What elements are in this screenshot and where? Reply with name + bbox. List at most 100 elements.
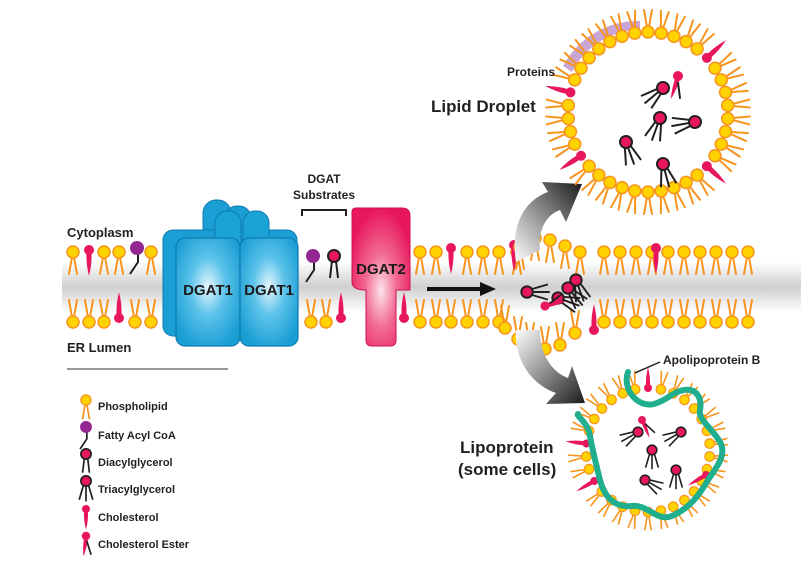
diacylglycerol [327,249,341,279]
cytoplasm-label: Cytoplasm [67,225,133,240]
phospholipid [693,299,707,329]
phospholipid [654,184,670,215]
phospholipid [629,245,643,275]
phospholipid [597,245,611,275]
phospholipid [581,28,606,56]
dgat1-right [239,237,299,347]
phospholipid [690,168,715,196]
phospholipid [545,111,576,126]
phospholipid [741,299,755,329]
phospholipid [641,9,655,39]
cholesterol [576,477,599,492]
phospholipid-icon [80,394,92,420]
phospholipid [667,13,686,44]
substrates-bracket [301,209,347,216]
cholesterol [82,505,90,530]
phospholipid [82,299,96,329]
cholesterol [114,292,124,323]
phospholipid [444,299,458,329]
phospholipid [429,245,443,275]
phospholipid [66,299,80,329]
triacylglycerol [619,135,642,166]
dgat2: DGAT2 [351,207,411,347]
cholesterol-ester [638,416,656,438]
phospholipid [626,184,642,215]
phospholipid [693,245,707,275]
cholesterol [651,243,661,274]
triacylglycerol [644,111,667,142]
substrates-label-line2: Substrates [293,188,355,202]
cholesterol [559,150,587,170]
lipid-droplet [545,9,751,215]
phospholipid [613,299,627,329]
proteins-label: Proteins [507,65,555,79]
cholesterol [565,439,591,448]
phospholipid [551,66,582,87]
cholesterol [589,304,599,335]
lipid-droplet-title: Lipid Droplet [431,97,536,116]
lipoprotein-title-line1: Lipoprotein [460,438,553,457]
phospholipid [709,299,723,329]
legend-item-triacylglycerol: Triacylglycerol [78,475,175,502]
legend-item-cholesterol-ester: Cholesterol Ester [81,531,190,557]
phospholipid [661,245,675,275]
phospholipid [569,38,596,65]
triacylglycerol [520,283,550,301]
dgat2-label: DGAT2 [356,261,406,278]
triacylglycerol [671,115,702,135]
triacylglycerol [561,281,588,310]
phospholipid [725,299,739,329]
fatty-acyl-coa [79,421,92,450]
phospholipid [460,245,474,275]
cholesterol [336,292,346,323]
phospholipid [679,175,702,205]
phospholipid [629,299,643,329]
phospholipid [626,9,642,40]
phospholipid [413,299,427,329]
fatty-acyl-coa [129,241,144,275]
cholesterol [701,40,726,63]
phospholipid [543,233,557,263]
phospholipid [585,393,608,414]
phospholipid [708,51,737,75]
phospholipid [547,124,578,142]
triacylglycerol [640,81,670,109]
phospholipid [655,370,669,395]
triacylglycerol [569,273,592,303]
phospholipid [413,245,427,275]
phospholipid [476,245,490,275]
phospholipid [667,180,686,211]
triacylglycerol-icon [78,475,94,502]
substrates-label-line1: DGAT [307,172,341,186]
cholesterol [545,85,576,98]
phospholipid [545,98,576,113]
phospholipid [304,299,318,329]
phospholipid [569,159,596,186]
phospholipid [720,111,751,126]
dgat1-dimer: DGAT1 DGAT1 [162,199,299,347]
phospholipid [144,299,158,329]
phospholipid [661,299,675,329]
phospholipid [741,245,755,275]
phospholipid [573,245,587,275]
apob-leader-line [634,361,661,374]
legend-label: Diacylglycerol [98,457,173,469]
phospholipid [677,299,691,329]
phospholipid [568,310,582,340]
apob-label: Apolipoprotein B [663,353,761,367]
phospholipid [429,299,443,329]
legend: Phospholipid Fatty Acyl CoA Diacylglycer… [78,394,190,557]
cholesterol [701,161,726,184]
triacylglycerol [619,426,644,447]
phospholipid [460,299,474,329]
phospholipid [718,124,749,142]
legend-item-cholesterol: Cholesterol [82,505,159,530]
phospholipid [567,451,592,463]
cholesterol [84,245,94,276]
arrow-to-lipoprotein [515,330,585,404]
phospholipid [66,245,80,275]
legend-label: Cholesterol [98,512,159,524]
lipoprotein-title-line2: (some cells) [458,460,556,479]
arrow-dgat2-to-tag [427,282,496,296]
